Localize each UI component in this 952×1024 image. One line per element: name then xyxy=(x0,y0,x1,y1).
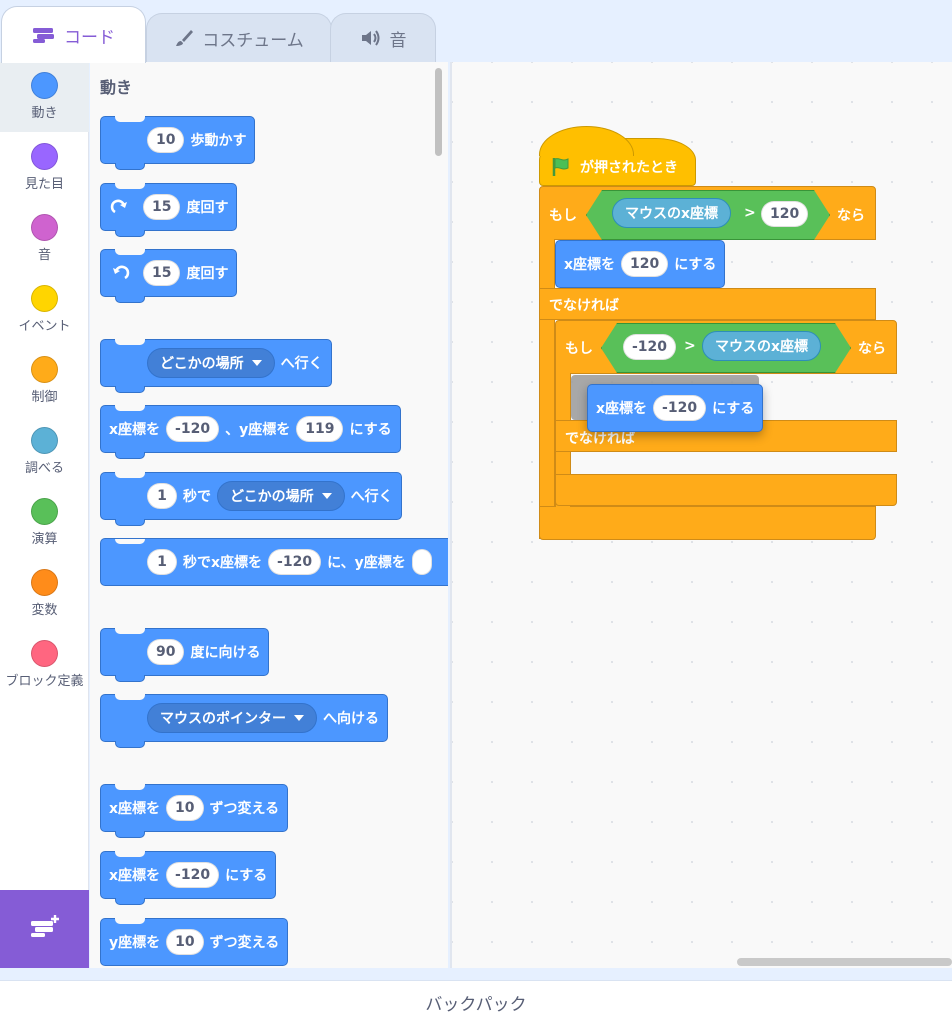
change-x-block[interactable]: x座標を 10 ずつ変える xyxy=(100,784,289,838)
rotate-right-icon xyxy=(109,197,131,217)
code-area-horizontal-scrollbar[interactable] xyxy=(737,958,952,966)
compare-value-input[interactable]: 120 xyxy=(761,201,809,227)
category-looks[interactable]: 見た目 xyxy=(0,133,89,203)
tab-code-label: コード xyxy=(64,27,115,48)
else-label: でなければ xyxy=(549,298,619,314)
change-y-block[interactable]: y座標を 10 ずつ変える xyxy=(100,918,289,966)
glide-xy-block[interactable]: 1 秒でx座標を -120 に、y座標を xyxy=(100,538,448,586)
if-else-outer-else-bar xyxy=(539,288,876,320)
speaker-icon xyxy=(360,29,382,47)
mouse-x-reporter[interactable]: マウスのx座標 xyxy=(612,198,732,228)
category-events[interactable]: イベント xyxy=(0,275,89,345)
turn-left-block[interactable]: 15 度回す xyxy=(100,249,238,303)
green-flag-icon xyxy=(550,156,572,178)
code-icon xyxy=(32,26,56,44)
tab-costumes-label: コスチューム xyxy=(202,30,304,51)
set-x-120-input[interactable]: 120 xyxy=(621,251,669,277)
goto-target-dropdown[interactable]: どこかの場所 xyxy=(147,348,275,378)
change-y-input[interactable]: 10 xyxy=(166,929,204,955)
variables-category-icon xyxy=(31,569,58,596)
dragging-set-x-input[interactable]: -120 xyxy=(653,395,707,421)
motion-category-icon xyxy=(31,72,58,99)
glide-xy-secs-input[interactable]: 1 xyxy=(147,549,177,575)
backpack-bar[interactable]: バックパック xyxy=(0,980,952,1024)
category-motion[interactable]: 動き xyxy=(0,62,89,132)
dragging-set-x-block[interactable]: x座標を -120 にする xyxy=(587,384,764,432)
if-else-inner-bottom xyxy=(555,474,897,506)
palette-section-title: 動き xyxy=(100,78,133,97)
steps-input[interactable]: 10 xyxy=(147,127,185,153)
sound-category-icon xyxy=(31,214,58,241)
glide-block[interactable]: 1 秒で どこかの場所 へ行く xyxy=(100,472,402,526)
tab-costumes[interactable]: コスチューム xyxy=(146,13,332,62)
if-label: もし xyxy=(549,208,577,224)
category-menu: 動き 見た目 音 イベント 制御 調べる 演算 変数 ブロック定義 xyxy=(0,62,89,968)
goto-x-input[interactable]: -120 xyxy=(166,416,220,442)
looks-category-icon xyxy=(31,143,58,170)
add-extension-button[interactable] xyxy=(0,890,89,968)
tab-sounds[interactable]: 音 xyxy=(330,13,436,62)
change-x-input[interactable]: 10 xyxy=(166,795,204,821)
inner-if-label: もし xyxy=(565,341,593,357)
goto-xy-block[interactable]: x座標を -120 、y座標を 119 にする xyxy=(100,405,401,459)
tab-code[interactable]: コード xyxy=(1,6,146,63)
category-operators[interactable]: 演算 xyxy=(0,488,89,558)
set-x-block[interactable]: x座標を -120 にする xyxy=(100,851,277,905)
sensing-category-icon xyxy=(31,427,58,454)
rotate-left-icon xyxy=(109,263,131,283)
editor-tabs: コード コスチューム 音 xyxy=(0,0,952,63)
point-towards-block[interactable]: マウスのポインター へ向ける xyxy=(100,694,388,748)
inner-else-label: でなければ xyxy=(565,431,635,447)
category-sensing[interactable]: 調べる xyxy=(0,417,89,487)
move-steps-block[interactable]: 10 歩動かす xyxy=(100,116,256,170)
my-blocks-category-icon xyxy=(31,640,58,667)
then-label: なら xyxy=(837,208,865,224)
inner-greater-than-operator: > xyxy=(684,338,696,354)
dropdown-arrow-icon xyxy=(251,360,262,366)
inner-else-slot xyxy=(571,452,897,474)
if-else-outer-bottom xyxy=(539,506,876,540)
turn-right-degrees-input[interactable]: 15 xyxy=(143,194,181,220)
brush-icon xyxy=(174,28,194,48)
category-variables[interactable]: 変数 xyxy=(0,559,89,629)
dropdown-arrow-icon xyxy=(321,493,332,499)
inner-mouse-x-reporter[interactable]: マウスのx座標 xyxy=(702,331,822,361)
category-sound[interactable]: 音 xyxy=(0,204,89,274)
turn-right-block[interactable]: 15 度回す xyxy=(100,183,238,237)
category-control[interactable]: 制御 xyxy=(0,346,89,416)
set-x-input[interactable]: -120 xyxy=(166,862,220,888)
goto-block[interactable]: どこかの場所 へ行く xyxy=(100,339,332,393)
backpack-label: バックパック xyxy=(425,995,527,1015)
events-category-icon xyxy=(31,285,58,312)
point-direction-block[interactable]: 90 度に向ける xyxy=(100,628,270,682)
if-else-outer-left-arm xyxy=(539,239,555,539)
glide-xy-x-input[interactable]: -120 xyxy=(268,549,322,575)
set-x-120-block[interactable]: x座標を 120 にする xyxy=(555,240,726,288)
category-my-blocks[interactable]: ブロック定義 xyxy=(0,630,89,720)
goto-y-input[interactable]: 119 xyxy=(296,416,344,442)
palette-divider xyxy=(450,62,452,968)
add-extension-icon xyxy=(28,913,62,945)
dropdown-arrow-icon xyxy=(294,715,304,721)
point-towards-dropdown[interactable]: マウスのポインター xyxy=(147,703,317,733)
glide-secs-input[interactable]: 1 xyxy=(147,483,177,509)
inner-then-label: なら xyxy=(858,341,886,357)
palette-scrollbar[interactable] xyxy=(435,68,442,156)
greater-than-operator: > xyxy=(744,205,756,221)
glide-xy-y-input[interactable] xyxy=(411,549,432,575)
direction-input[interactable]: 90 xyxy=(147,639,185,665)
operators-category-icon xyxy=(31,498,58,525)
control-category-icon xyxy=(31,356,58,383)
glide-target-dropdown[interactable]: どこかの場所 xyxy=(217,481,345,511)
inner-compare-value-input[interactable]: -120 xyxy=(623,334,677,360)
tab-sounds-label: 音 xyxy=(389,30,407,51)
turn-left-degrees-input[interactable]: 15 xyxy=(143,260,181,286)
